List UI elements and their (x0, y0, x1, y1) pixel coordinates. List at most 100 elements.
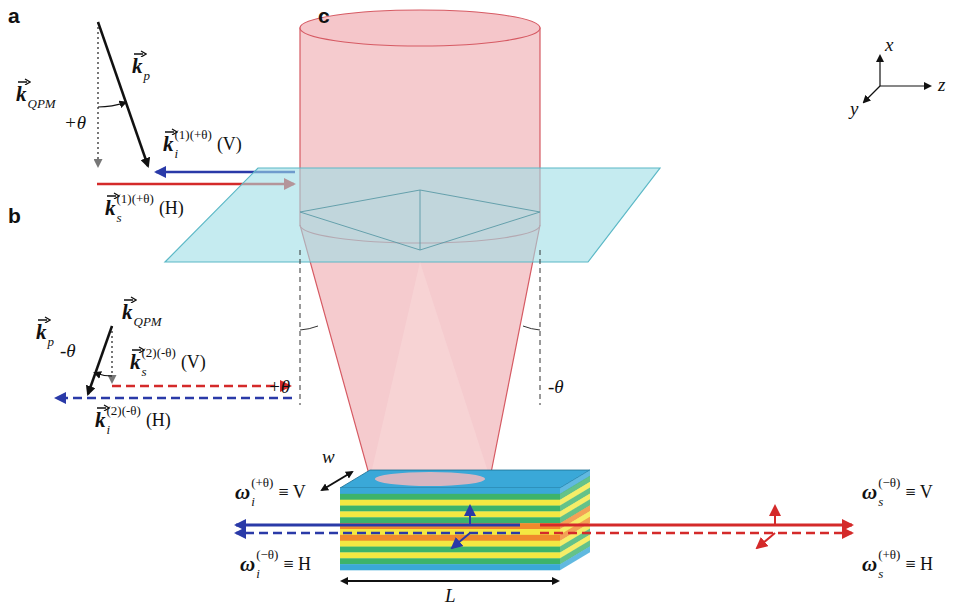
label-group: k(1)(+θ) s (H) (105, 192, 184, 224)
index-stack: (−θ) s (878, 476, 900, 508)
crystal-layer (340, 552, 560, 558)
label-group: kp (132, 50, 150, 82)
polarization-label: (V) (217, 135, 242, 153)
polarization-label: ≡ V (905, 483, 932, 501)
phase-matching-a (97, 22, 295, 184)
superscript: (1)(+θ) (117, 192, 154, 205)
label-group: ω(−θ) i ≡ H (240, 548, 311, 580)
subscript: p (144, 69, 151, 82)
index-stack: (1)(+θ)i (175, 128, 212, 160)
focusing-optics (165, 10, 660, 478)
index-stack: (2)(-θ) s (142, 346, 176, 378)
subscript: s (142, 365, 176, 378)
label-group: +θ (268, 376, 290, 398)
label-group: ω(+θ)s≡ H (862, 548, 933, 580)
vector-arrow (124, 296, 137, 303)
vector-symbol: ω (240, 554, 255, 575)
label-group: y (850, 98, 858, 120)
vector-symbol: k (105, 198, 116, 219)
crystal-layer (340, 564, 560, 570)
vector-symbol: k (130, 352, 141, 373)
vector-symbol: k (122, 302, 133, 323)
crystal-layer (340, 547, 560, 553)
symbol-label: +θ (64, 112, 86, 134)
vector-symbol: k (163, 134, 174, 155)
crystal-layer (340, 558, 560, 564)
subscript: s (117, 211, 154, 224)
polarization-label: (V) (181, 353, 206, 371)
vector-symbol: ω (862, 482, 877, 503)
subscript: p (48, 335, 55, 348)
signal-beams (540, 506, 852, 548)
polarization-label: ≡ H (283, 555, 311, 573)
superscript: (1)(+θ) (175, 128, 212, 141)
subscript: s (878, 495, 900, 508)
panel-letter: a (8, 4, 20, 28)
phase-matching-b (56, 326, 292, 398)
vector-symbol: ω (235, 482, 250, 503)
idler-beams (236, 506, 520, 548)
ppktp-crystal (340, 470, 590, 570)
vector-arrow (18, 78, 31, 85)
crystal-layer (560, 546, 590, 570)
crystal-layer (340, 541, 560, 547)
subscript: s (878, 567, 900, 580)
symbol-label: -θ (60, 340, 76, 362)
superscript: (−θ) (256, 548, 278, 561)
subscript: i (251, 495, 273, 508)
polarization-label: ≡ V (278, 483, 305, 501)
subscript: QPM (28, 97, 56, 110)
symbol-label: z (938, 74, 945, 96)
label-group: ω(+θ)i ≡ V (235, 476, 306, 508)
symbol-label: w (322, 446, 335, 468)
label-group: w (322, 446, 335, 468)
crystal-layer (340, 494, 560, 500)
label-group: -θ (548, 376, 564, 398)
superscript: (+θ) (878, 548, 900, 561)
label-group: b (8, 204, 21, 228)
index-stack: p (144, 50, 151, 82)
crystal-layer (340, 488, 560, 494)
superscript: (−θ) (878, 476, 900, 489)
polarization-label: (H) (146, 411, 171, 429)
label-group: a (8, 4, 20, 28)
label-group: z (938, 74, 945, 96)
label-group: kQPM (16, 78, 56, 110)
crystal-layer (340, 535, 560, 541)
subscript: i (107, 423, 141, 436)
crystal-layer (340, 506, 560, 512)
subscript: QPM (134, 315, 162, 328)
vector-symbol: k (16, 84, 27, 105)
index-stack: QPM (28, 78, 56, 110)
index-stack: (2)(-θ)i (107, 404, 141, 436)
panel-letter: c (318, 4, 330, 28)
superscript: (2)(-θ) (142, 346, 176, 359)
index-stack: (+θ) s (878, 548, 900, 580)
panel-letter: b (8, 204, 21, 228)
label-group: k(2)(-θ)i(H) (95, 404, 171, 436)
label-group: -θ (60, 340, 76, 362)
vector-symbol: ω (862, 554, 877, 575)
index-stack: (+θ)i (251, 476, 273, 508)
length-arrow (342, 580, 558, 582)
vector-arrow (134, 50, 147, 57)
polarization-label: (H) (159, 199, 184, 217)
crystal-layer (340, 511, 560, 517)
symbol-label: -θ (548, 376, 564, 398)
label-group: k(1)(+θ)i (V) (163, 128, 242, 160)
vector-arrow (38, 316, 51, 323)
label-group: k(2)(-θ) s (V) (130, 346, 206, 378)
label-group: c (318, 4, 330, 28)
axes (864, 56, 930, 102)
label-group: kQPM (122, 296, 162, 328)
symbol-label: y (850, 98, 858, 120)
label-group: kp (36, 316, 54, 348)
symbol-label: +θ (268, 376, 290, 398)
index-stack: QPM (134, 296, 162, 328)
crystal-layer (340, 500, 560, 506)
subscript: i (256, 567, 278, 580)
label-group: +θ (64, 112, 86, 134)
symbol-label: L (445, 585, 456, 607)
